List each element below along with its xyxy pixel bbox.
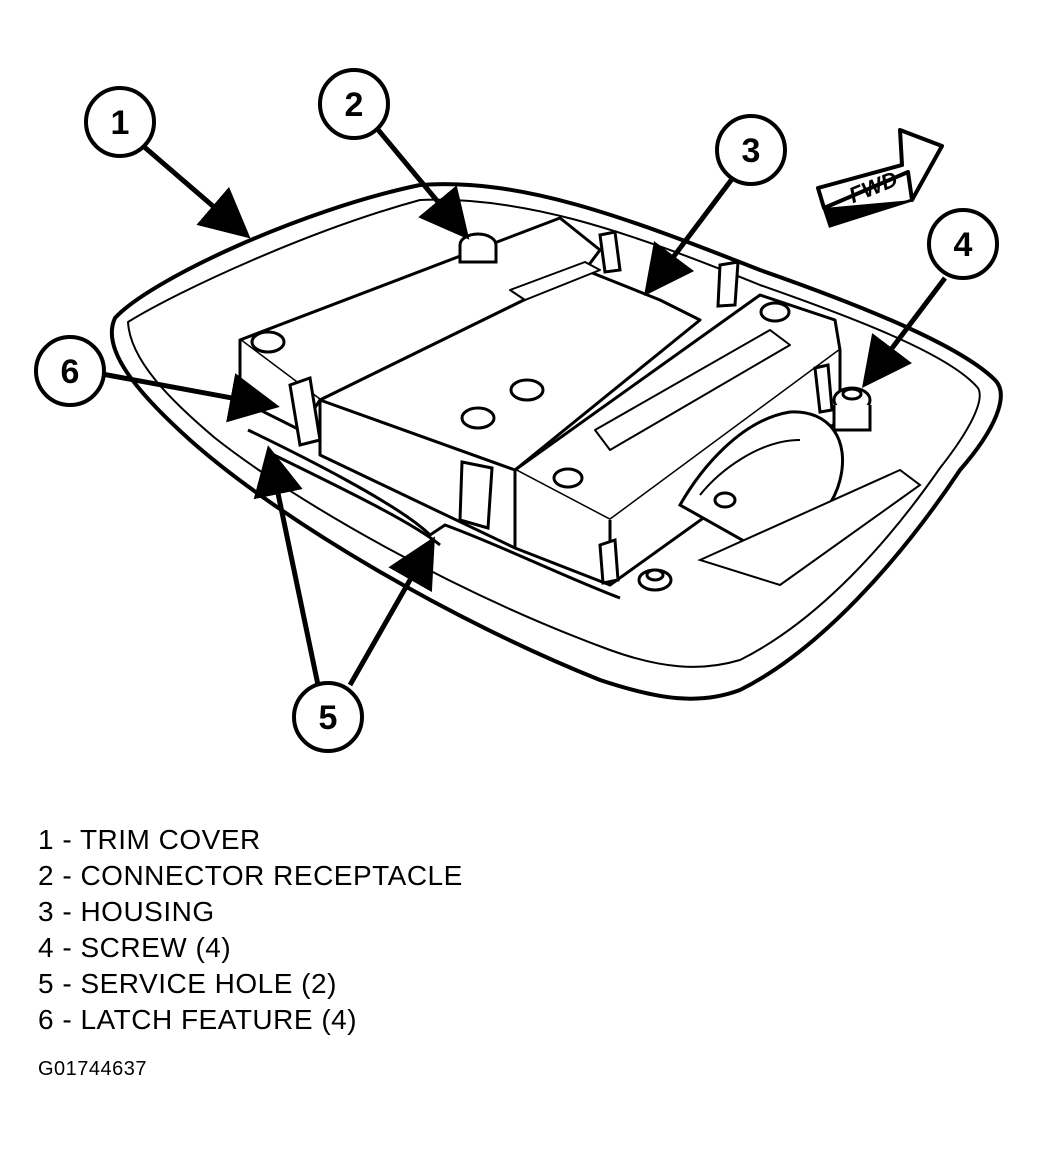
cover-front-lip [247,428,621,600]
callout-3-number: 3 [742,132,761,170]
latch-features [288,230,834,585]
leader-arrow-5b [347,536,435,687]
connector-receptacle [458,232,498,264]
parts-legend: 1 - TRIM COVER 2 - CONNECTOR RECEPTACLE … [38,822,463,1038]
leader-arrow-4 [861,276,947,388]
callout-1: 1 [84,86,156,158]
leader-arrow-3 [643,173,737,296]
lamp-reflector [677,410,922,587]
leader-arrow-5a [253,445,321,686]
screw-rear [832,386,872,432]
leader-arrow-6 [101,371,280,423]
figure-id: G01744637 [38,1058,148,1080]
legend-item: 1 - TRIM COVER [38,824,261,855]
callout-3: 3 [715,114,787,186]
callout-2-number: 2 [345,86,364,124]
callout-6-number: 6 [61,353,80,391]
overhead-console-diagram: FWD 1 2 3 4 5 6 [34,68,1003,753]
callout-1-number: 1 [111,104,130,142]
callout-5: 5 [292,681,364,753]
legend-item: 6 - LATCH FEATURE (4) [38,1004,358,1035]
leader-arrow-2 [373,124,470,240]
screw-front [637,568,673,592]
legend-item: 5 - SERVICE HOLE (2) [38,968,337,999]
callout-4-number: 4 [954,226,973,264]
callout-6: 6 [34,335,106,407]
legend-item: 2 - CONNECTOR RECEPTACLE [38,860,463,891]
legend-item: 3 - HOUSING [38,896,215,927]
forward-direction-arrow: FWD [816,128,944,228]
callout-4: 4 [927,208,999,280]
legend-item: 4 - SCREW (4) [38,932,232,963]
leader-lines [101,124,947,687]
callout-5-number: 5 [319,699,338,737]
leader-arrow-1 [140,143,251,239]
callout-2: 2 [318,68,390,140]
